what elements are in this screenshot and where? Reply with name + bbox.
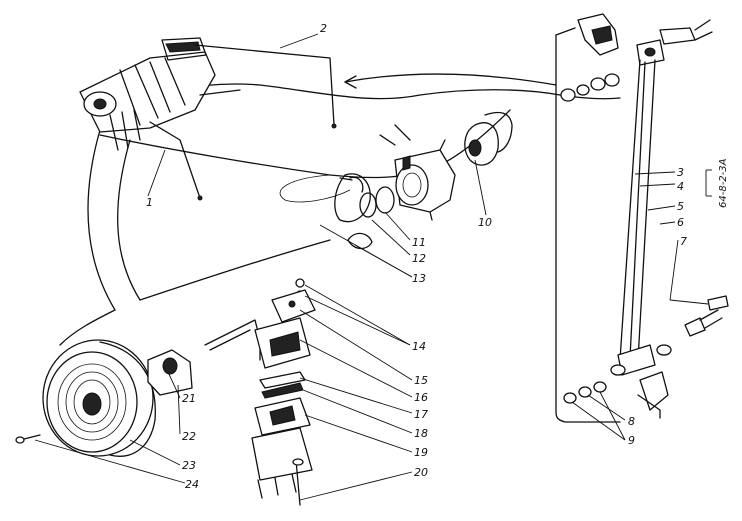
- callout-12: 12: [412, 252, 426, 265]
- callout-8: 8: [628, 415, 635, 428]
- tie-rod-assembly: [560, 13, 729, 419]
- callout-10: 10: [478, 216, 492, 229]
- figure-code-group: 64-8-2-3A: [705, 158, 729, 208]
- callout-11: 11: [412, 236, 426, 249]
- callout-7: 7: [680, 235, 687, 248]
- callout-18: 18: [414, 427, 428, 440]
- leader-lines: [34, 33, 709, 501]
- callout-6: 6: [677, 216, 684, 229]
- reference-arrow: [344, 73, 557, 89]
- callout-20: 20: [414, 466, 428, 479]
- callout-14: 14: [412, 340, 426, 353]
- hub-assembly: [334, 111, 513, 250]
- callout-13: 13: [412, 272, 426, 285]
- callout-2: 2: [320, 22, 327, 35]
- bracket-assembly: [204, 278, 316, 506]
- pulley-assembly: [15, 339, 193, 457]
- callout-22: 22: [182, 430, 196, 443]
- callout-16: 16: [414, 391, 428, 404]
- frame-bracket: [555, 27, 621, 423]
- callout-5: 5: [677, 200, 684, 213]
- callout-15: 15: [414, 374, 428, 387]
- callout-4: 4: [677, 180, 684, 193]
- callout-3: 3: [677, 166, 684, 179]
- figure-code: 64-8-2-3A: [718, 158, 729, 208]
- callout-21: 21: [182, 392, 196, 405]
- callout-9: 9: [628, 434, 635, 447]
- callout-1: 1: [146, 196, 153, 209]
- callout-23: 23: [182, 459, 196, 472]
- callout-24: 24: [185, 478, 199, 491]
- callout-17: 17: [414, 408, 428, 421]
- callout-19: 19: [414, 446, 428, 459]
- callout-labels: 1 2 3 4 5 6 7 8 9 10 11 12 13 14 15 16 1…: [146, 22, 687, 491]
- cutter-assembly: [79, 37, 337, 201]
